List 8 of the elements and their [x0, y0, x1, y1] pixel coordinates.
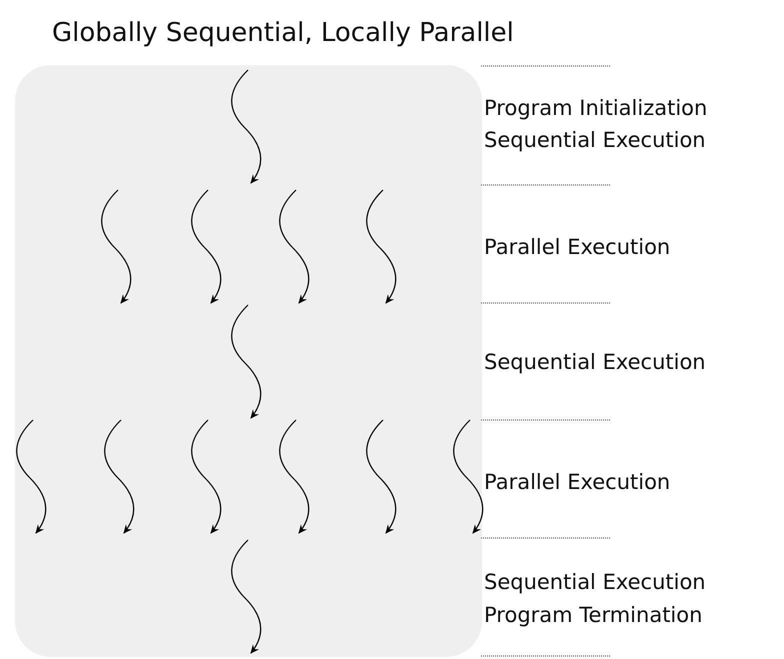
phase-label: Program Initialization — [484, 96, 708, 120]
phase-label: Parallel Execution — [484, 470, 670, 494]
diagram-title: Globally Sequential, Locally Parallel — [52, 18, 514, 48]
phase-label: Sequential Execution — [484, 350, 706, 374]
phase-label: Sequential Execution — [484, 128, 706, 152]
phase-label: Sequential Execution — [484, 570, 706, 594]
phase-label: Parallel Execution — [484, 235, 670, 259]
phase-label: Program Termination — [484, 603, 702, 627]
